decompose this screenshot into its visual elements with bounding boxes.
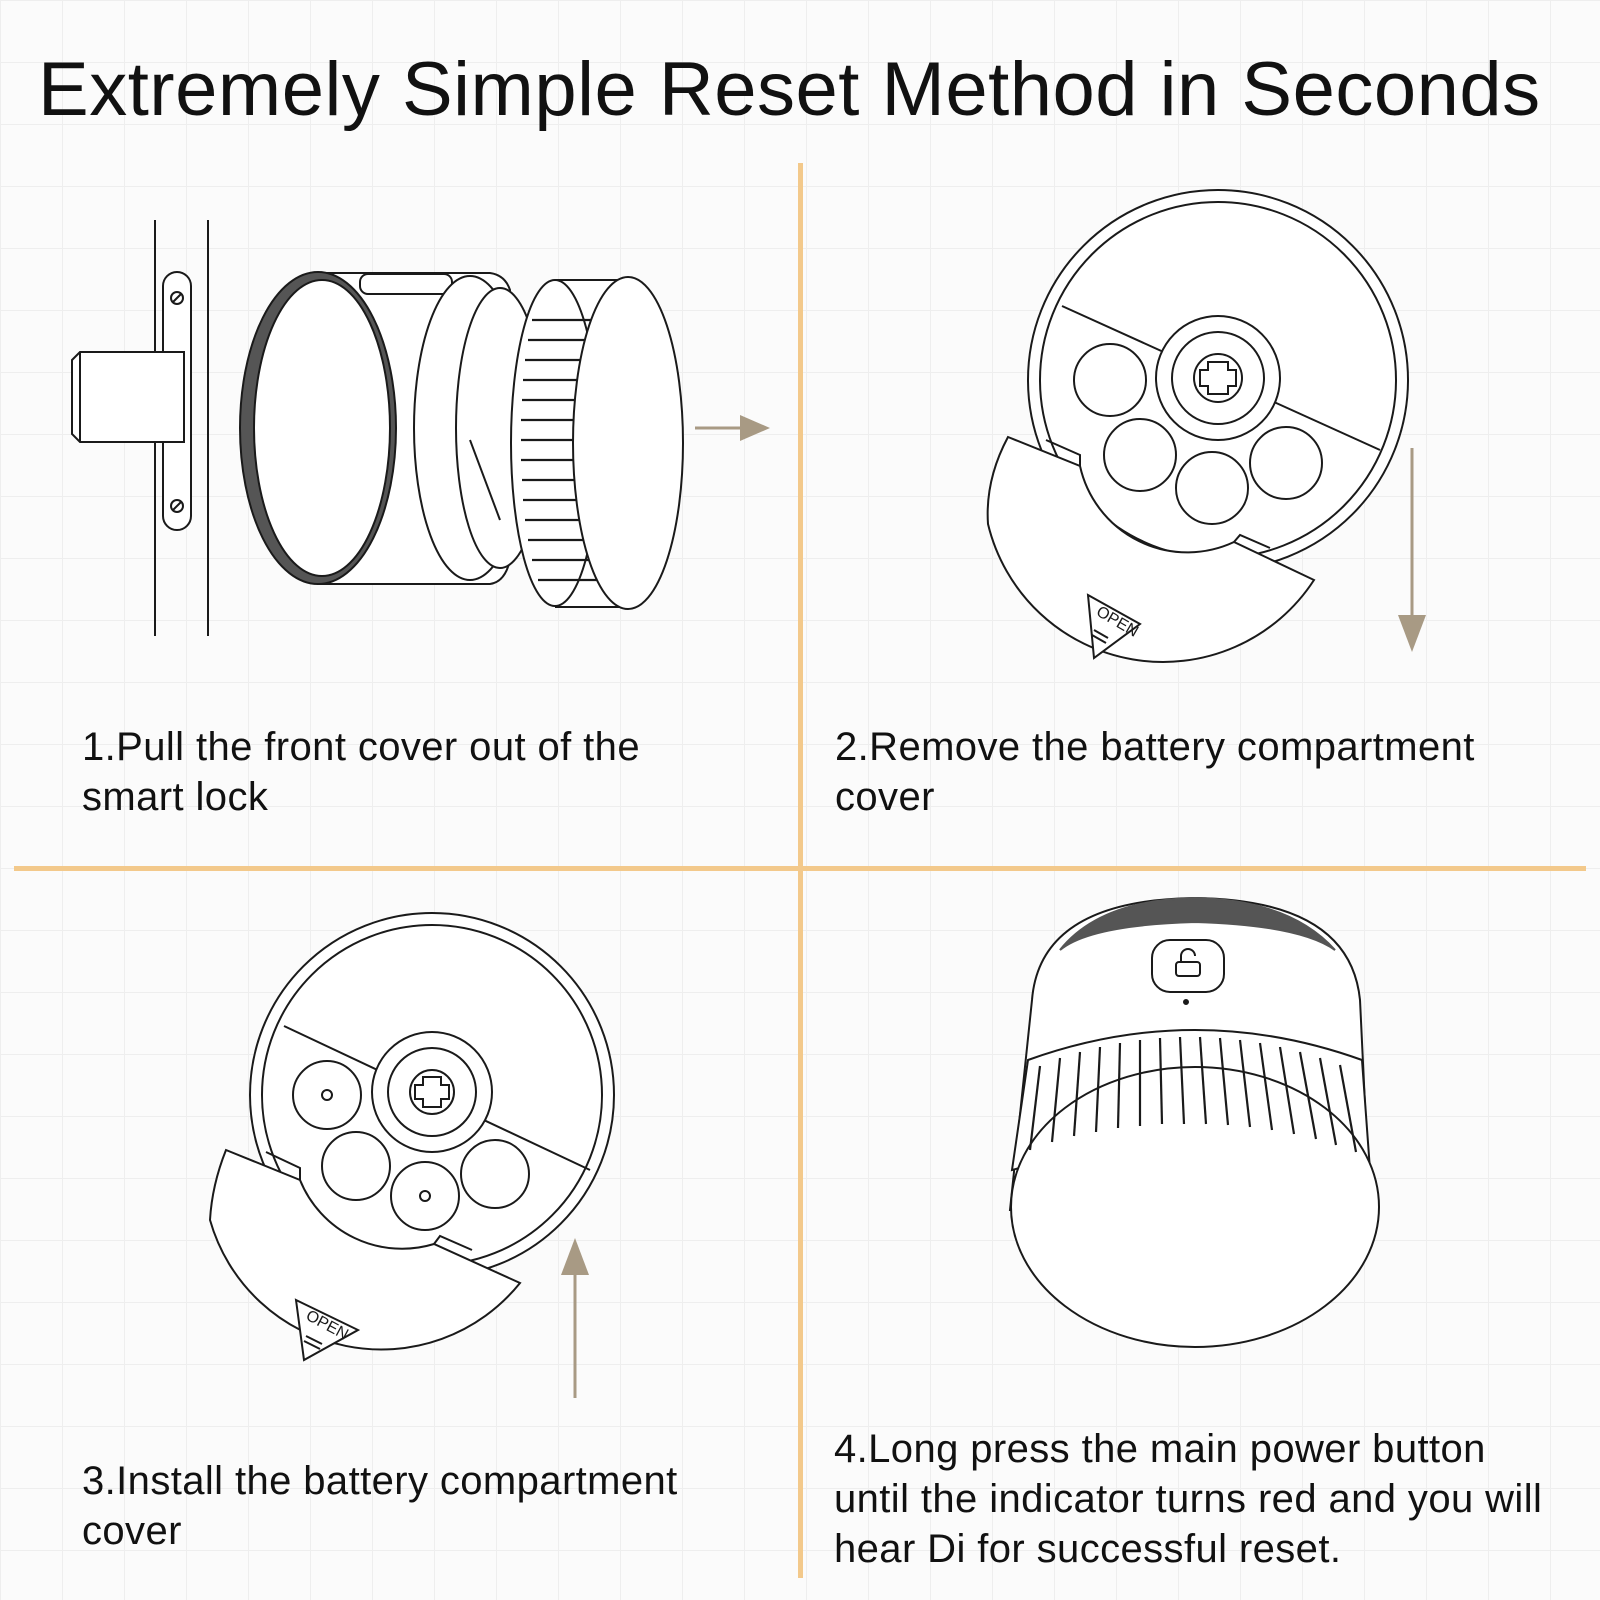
arrow-down-icon (1398, 448, 1426, 652)
step4-illustration (1008, 896, 1380, 1348)
step4-caption: 4.Long press the main power button until… (834, 1427, 1543, 1571)
arrow-right-icon (695, 415, 770, 441)
step1-caption: 1.Pull the front cover out of the smart … (82, 725, 640, 819)
step3-illustration: OPEN (208, 912, 615, 1398)
step1-illustration (71, 220, 770, 636)
lock-icon (1175, 948, 1201, 977)
page-title: Extremely Simple Reset Method in Seconds (38, 47, 1541, 132)
arrow-up-icon (561, 1238, 589, 1398)
step2-caption: 2.Remove the battery compartment cover (835, 725, 1475, 819)
step3-caption: 3.Install the battery compartment cover (82, 1459, 678, 1553)
step2-illustration: OPEN (986, 189, 1426, 663)
horizontal-divider (14, 866, 1586, 871)
